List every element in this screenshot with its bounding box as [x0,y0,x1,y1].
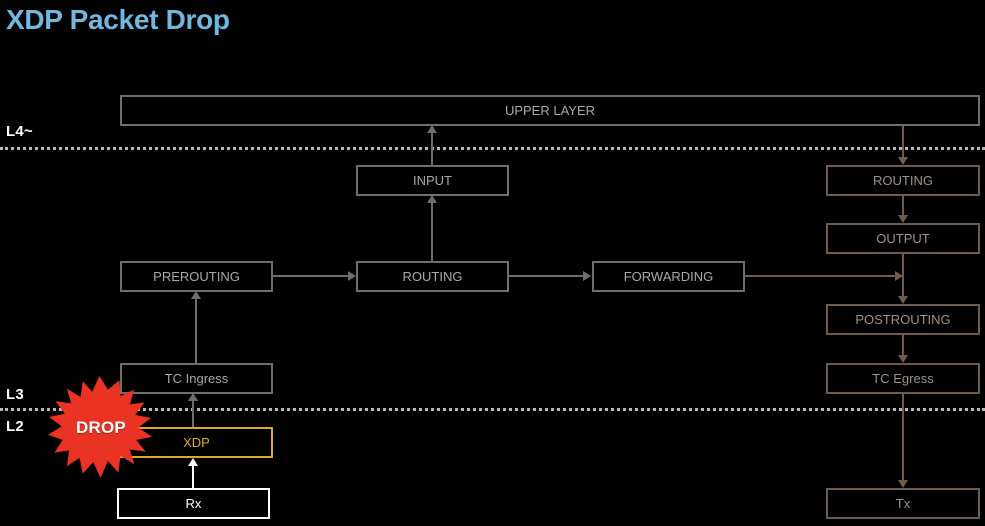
connector-routing-right-to-output [902,195,904,215]
connector-input-to-upper-layer [431,133,433,165]
connector-routing-to-input [431,203,433,261]
connector-routing-to-forwarding [508,275,584,277]
connector-tc-egress-to-tx [902,393,904,480]
connector-rx-to-xdp [192,465,194,488]
node-tc-egress[interactable]: TC Egress [826,363,980,394]
arrowhead-tc-ingress-to-prerouting [191,291,201,299]
layer-label-l4: L4~ [6,123,33,140]
node-input[interactable]: INPUT [356,165,509,196]
arrowhead-routing-to-input [427,195,437,203]
node-output[interactable]: OUTPUT [826,223,980,254]
node-rx[interactable]: Rx [117,488,270,519]
connector-prerouting-to-routing [273,275,350,277]
node-routing-left[interactable]: ROUTING [356,261,509,292]
node-tx[interactable]: Tx [826,488,980,519]
connector-output-to-postrouting [902,253,904,296]
arrowhead-tc-egress-to-tx [898,480,908,488]
node-upper-layer[interactable]: UPPER LAYER [120,95,980,126]
connector-xdp-to-tc-ingress [192,400,194,427]
arrowhead-routing-to-forwarding [583,271,591,281]
node-xdp[interactable]: XDP [120,427,273,458]
arrowhead-input-to-upper-layer [427,125,437,133]
drop-label: DROP [76,418,126,437]
node-prerouting[interactable]: PREROUTING [120,261,273,292]
connector-postrouting-to-tc-egress [902,334,904,355]
arrowhead-routing-right-to-output [898,215,908,223]
arrowhead-postrouting-to-tc-egress [898,355,908,363]
node-forwarding[interactable]: FORWARDING [592,261,745,292]
layer-separator-l3-l2 [0,408,985,411]
connector-tc-ingress-to-prerouting [195,299,197,363]
node-routing-right[interactable]: ROUTING [826,165,980,196]
connector-forwarding-to-postrouting [744,275,903,277]
page-title: XDP Packet Drop [6,4,230,35]
layer-label-l2: L2 [6,418,24,435]
layer-label-l3: L3 [6,386,24,403]
arrowhead-xdp-to-tc-ingress [188,393,198,401]
connector-upper-layer-to-routing-right [902,125,904,157]
node-postrouting[interactable]: POSTROUTING [826,304,980,335]
arrowhead-prerouting-to-routing [348,271,356,281]
layer-separator-l4 [0,147,985,150]
arrowhead-rx-to-xdp [188,458,198,466]
arrowhead-forwarding-to-trunk [895,271,903,281]
arrowhead-upper-layer-to-routing-right [898,157,908,165]
arrowhead-output-to-postrouting [898,296,908,304]
node-tc-ingress[interactable]: TC Ingress [120,363,273,394]
